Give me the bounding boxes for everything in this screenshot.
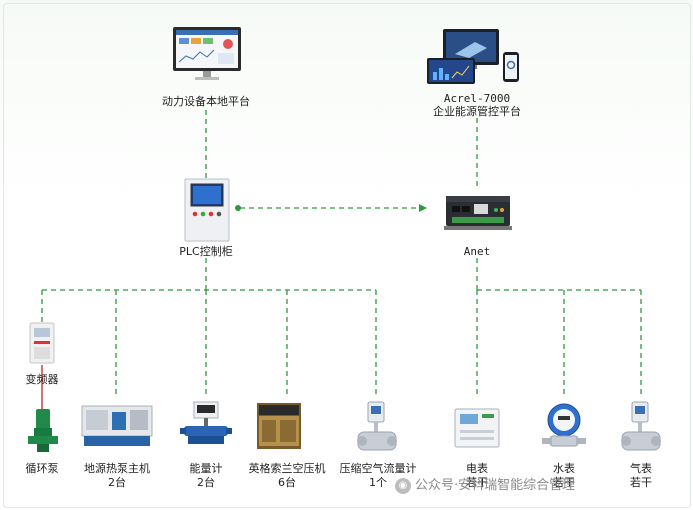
energy-meter-count: 2台 bbox=[197, 476, 215, 489]
vfd-image bbox=[29, 322, 55, 364]
airflow-meter-count: 1个 bbox=[369, 476, 387, 489]
arrow-head bbox=[419, 204, 427, 212]
airflow-meter-name: 压缩空气流量计 bbox=[339, 462, 417, 475]
electricity-meter-name: 电表 bbox=[466, 462, 488, 475]
energy-meter-image bbox=[180, 400, 232, 448]
compressor-image bbox=[256, 402, 302, 450]
monitor-image bbox=[172, 26, 242, 82]
watermark-text: 公众号·安科瑞智能综合管理 bbox=[415, 478, 576, 493]
vfd-label: 变频器 bbox=[25, 373, 59, 386]
compressor-count: 6台 bbox=[278, 476, 296, 489]
water-meter-image bbox=[540, 400, 588, 454]
heatpump-name: 地源热泵主机 bbox=[84, 462, 150, 475]
plc-cabinet-image bbox=[184, 178, 230, 242]
heatpump-image bbox=[80, 402, 154, 448]
water-meter-count: 若干 bbox=[553, 476, 575, 489]
gas-meter-image bbox=[620, 400, 662, 456]
connector-dot bbox=[235, 205, 241, 211]
pump-label: 循环泵 bbox=[25, 462, 59, 475]
watermark: ◉ 公众号·安科瑞智能综合管理 bbox=[395, 474, 575, 494]
plc-label: PLC控制柜 bbox=[179, 245, 233, 258]
electricity-meter-count: 若干 bbox=[466, 476, 488, 489]
acrel-name-label: Acrel-7000 bbox=[443, 92, 511, 105]
wechat-icon: ◉ bbox=[395, 477, 411, 494]
anet-label: Anet bbox=[463, 245, 491, 258]
electricity-meter-image bbox=[454, 408, 500, 448]
airflow-meter-image bbox=[356, 400, 398, 456]
acrel-devices-image bbox=[425, 28, 523, 88]
anet-gateway-image bbox=[444, 190, 512, 234]
gas-meter-count: 若干 bbox=[630, 476, 652, 489]
compressor-name: 英格索兰空压机 bbox=[248, 462, 326, 475]
acrel-desc-label: 企业能源管控平台 bbox=[433, 105, 521, 118]
diagram-frame bbox=[3, 3, 691, 508]
water-meter-name: 水表 bbox=[553, 462, 575, 475]
pump-image bbox=[28, 408, 58, 454]
heatpump-count: 2台 bbox=[108, 476, 126, 489]
energy-meter-name: 能量计 bbox=[189, 462, 223, 475]
local-platform-label: 动力设备本地平台 bbox=[162, 95, 250, 108]
gas-meter-name: 气表 bbox=[630, 462, 652, 475]
